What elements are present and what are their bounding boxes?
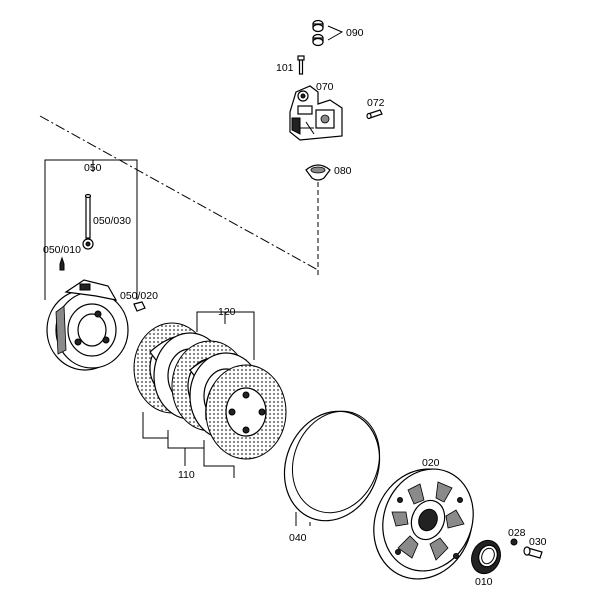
label-110: 110 (178, 469, 195, 481)
clutch-disc-pack (133, 322, 287, 460)
part-050-020-pin (133, 301, 146, 312)
part-050-030-rod (82, 193, 94, 250)
part-070-valve-body (289, 85, 343, 141)
part-080-cap (305, 164, 331, 181)
label-080: 080 (334, 165, 352, 177)
label-050-020: 050/020 (120, 290, 158, 302)
part-010-seal (471, 539, 501, 575)
label-101: 101 (276, 62, 294, 74)
part-072-pin (366, 109, 383, 120)
label-072: 072 (367, 97, 385, 109)
label-050-010: 050/010 (43, 244, 81, 256)
part-040-ring (283, 410, 381, 522)
part-030-screw (523, 546, 543, 559)
part-101-bolt (297, 55, 305, 75)
bracket-120 (196, 311, 255, 360)
part-028-ball (510, 538, 518, 546)
label-090: 090 (346, 27, 364, 39)
part-020-housing (373, 468, 474, 580)
part-090-nuts (312, 19, 344, 47)
label-020: 020 (422, 457, 440, 469)
bracket-110 (142, 412, 235, 478)
label-010: 010 (475, 576, 493, 588)
label-028: 028 (508, 527, 526, 539)
leader-040 (295, 512, 311, 526)
part-050-piston-housing (46, 279, 129, 371)
label-070: 070 (316, 81, 334, 93)
label-120: 120 (218, 306, 236, 318)
assembly-centerline (39, 115, 319, 276)
bracket-050 (44, 159, 138, 300)
label-030: 030 (529, 536, 547, 548)
part-050-010-clip (59, 256, 65, 271)
label-040: 040 (289, 532, 307, 544)
label-050: 050 (84, 162, 102, 174)
label-050-030: 050/030 (93, 215, 131, 227)
